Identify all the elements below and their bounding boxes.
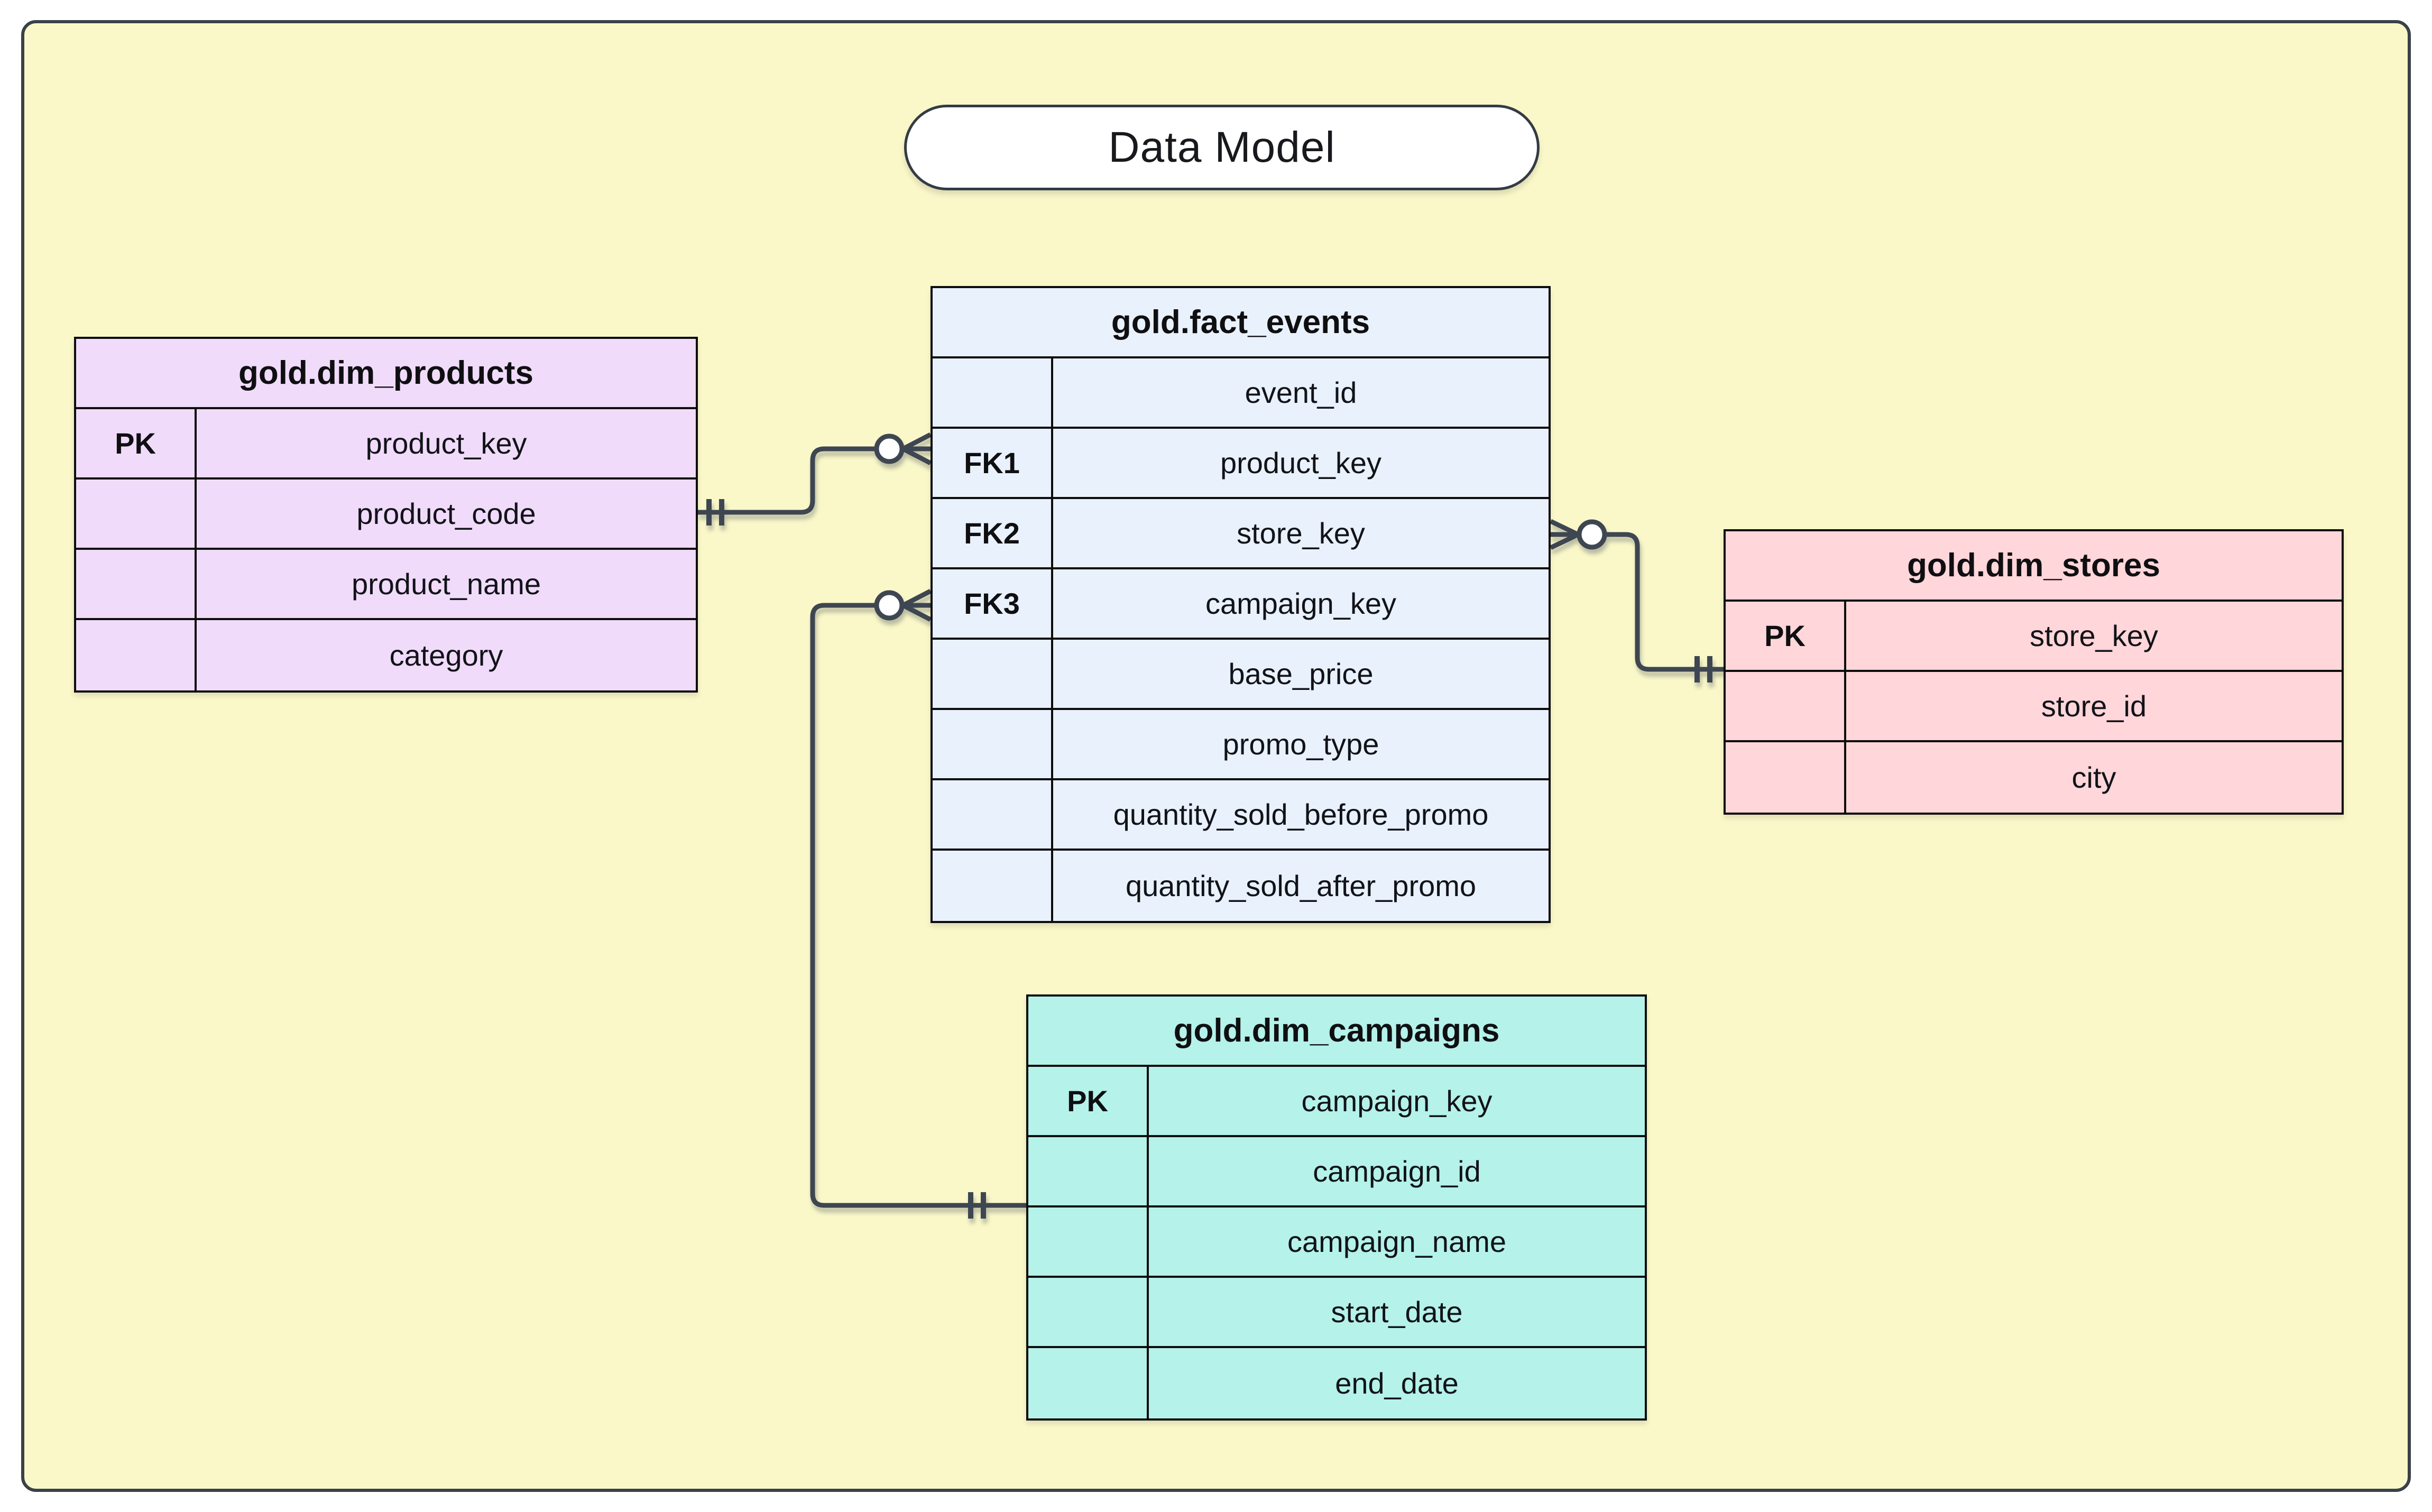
key-cell	[1028, 1348, 1149, 1418]
attribute-row: store_id	[1726, 672, 2342, 742]
field-cell: campaign_name	[1287, 1225, 1507, 1258]
key-cell	[1028, 1137, 1149, 1205]
key-cell: PK	[1028, 1067, 1149, 1135]
field-cell: product_key	[365, 427, 527, 460]
field-cell: product_key	[1220, 446, 1382, 480]
attribute-row: category	[76, 620, 696, 690]
field-cell: base_price	[1228, 657, 1374, 690]
key-cell	[933, 640, 1053, 708]
attribute-row: quantity_sold_after_promo	[933, 851, 1549, 921]
zero-cardinality-circle	[874, 434, 905, 464]
crow-foot-many	[1550, 519, 1579, 550]
field-cell: campaign_key	[1205, 587, 1397, 620]
crow-foot-many	[901, 589, 932, 622]
key-cell	[1028, 1278, 1149, 1346]
attribute-row: FK1 product_key	[933, 429, 1549, 499]
field-cell: quantity_sold_after_promo	[1125, 869, 1477, 902]
attribute-row: PK store_key	[1726, 602, 2342, 672]
field-cell: campaign_key	[1301, 1084, 1493, 1118]
zero-cardinality-circle	[1577, 519, 1607, 550]
field-cell: event_id	[1245, 376, 1357, 409]
field-cell: store_id	[2041, 689, 2147, 723]
zero-cardinality-circle	[874, 590, 905, 621]
connector-line	[1606, 532, 1724, 672]
key-cell: FK1	[933, 429, 1053, 497]
attribute-row: end_date	[1028, 1348, 1645, 1418]
key-cell: PK	[76, 409, 197, 477]
entity-table-title: gold.dim_campaigns	[1028, 997, 1645, 1067]
key-cell	[1726, 672, 1846, 740]
attribute-row: PK product_key	[76, 409, 696, 480]
field-cell: promo_type	[1222, 727, 1379, 761]
field-cell: campaign_id	[1313, 1155, 1481, 1188]
field-cell: city	[2071, 761, 2116, 794]
key-cell	[933, 851, 1053, 921]
entity-table-title: gold.dim_products	[76, 339, 696, 409]
entity-table-title: gold.dim_stores	[1726, 531, 2342, 602]
field-cell: start_date	[1331, 1295, 1463, 1329]
attribute-row: promo_type	[933, 710, 1549, 780]
key-cell	[1726, 742, 1846, 813]
field-cell: end_date	[1335, 1367, 1459, 1400]
connector-line	[698, 446, 876, 515]
attribute-row: campaign_name	[1028, 1207, 1645, 1278]
key-cell	[76, 620, 197, 690]
field-cell: product_code	[356, 497, 536, 530]
relationship-products-fact	[698, 432, 932, 525]
crow-foot-many	[901, 432, 932, 465]
key-cell: FK3	[933, 569, 1053, 638]
attribute-row: campaign_id	[1028, 1137, 1645, 1207]
relationship-stores-fact	[1550, 519, 1724, 683]
field-cell: quantity_sold_before_promo	[1113, 798, 1489, 831]
key-cell	[76, 480, 197, 548]
connector-line	[810, 603, 1026, 1208]
attribute-row: product_name	[76, 550, 696, 620]
attribute-row: event_id	[933, 358, 1549, 429]
field-cell: category	[389, 639, 503, 672]
attribute-row: PK campaign_key	[1028, 1067, 1645, 1137]
key-cell	[933, 358, 1053, 427]
diagram-title: Data Model	[1108, 123, 1335, 171]
key-cell: PK	[1726, 602, 1846, 670]
field-cell: product_name	[351, 567, 541, 601]
attribute-row: FK3 campaign_key	[933, 569, 1549, 640]
entity-table-title: gold.fact_events	[933, 288, 1549, 358]
field-cell: store_key	[1237, 517, 1365, 550]
attribute-row: city	[1726, 742, 2342, 813]
diagram-title-pill: Data Model	[904, 105, 1540, 190]
key-cell	[76, 550, 197, 618]
attribute-row: quantity_sold_before_promo	[933, 780, 1549, 851]
attribute-row: start_date	[1028, 1278, 1645, 1348]
key-cell	[1028, 1207, 1149, 1276]
attribute-row: base_price	[933, 640, 1549, 710]
relationship-campaigns-fact	[810, 589, 1026, 1219]
key-cell	[933, 780, 1053, 849]
key-cell: FK2	[933, 499, 1053, 567]
field-cell: store_key	[2030, 619, 2158, 652]
attribute-row: product_code	[76, 480, 696, 550]
attribute-row: FK2 store_key	[933, 499, 1549, 569]
key-cell	[933, 710, 1053, 778]
